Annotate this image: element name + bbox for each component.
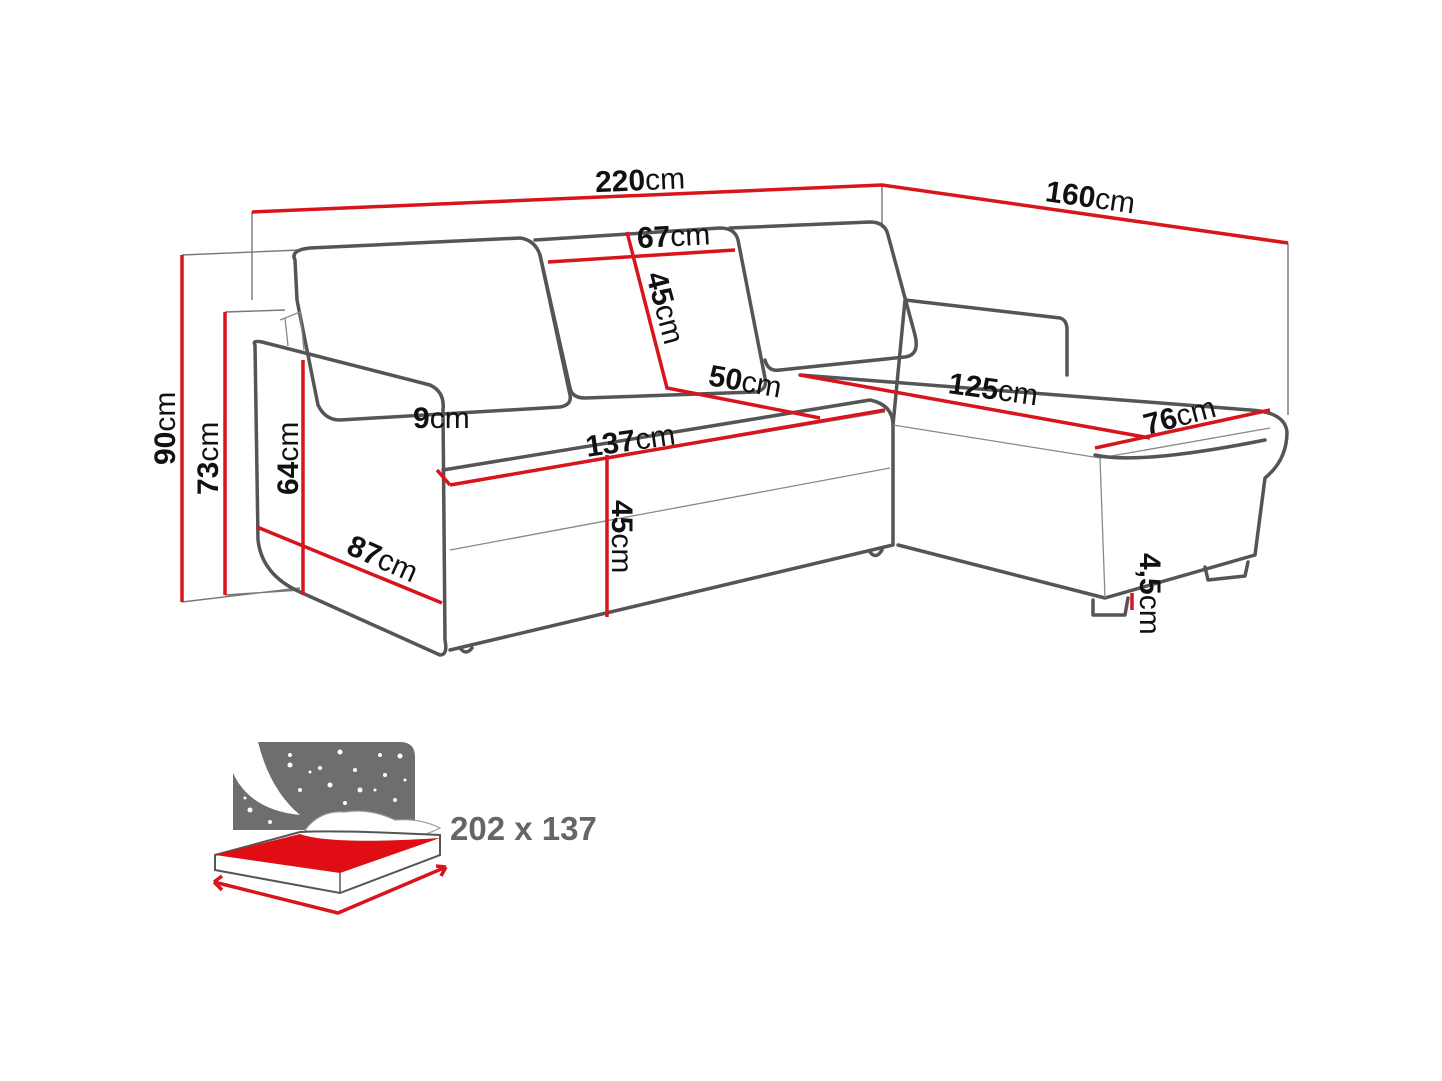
label-cushion-width: 67cm <box>636 218 711 255</box>
stars-icon <box>243 749 407 824</box>
label-chaise-length: 125cm <box>946 367 1040 412</box>
label-chaise-depth: 160cm <box>1043 175 1137 220</box>
label-total-length: 220cm <box>594 162 685 199</box>
label-back-height: 73cm <box>192 422 225 495</box>
label-seat-depth: 50cm <box>706 359 784 404</box>
dimension-lines <box>180 183 1289 617</box>
sleeping-area-icon <box>212 742 448 915</box>
label-seat-width: 137cm <box>584 419 678 464</box>
label-armrest-height: 64cm <box>272 422 305 495</box>
guide-lines <box>181 185 1289 603</box>
sleeping-area-label: 202 x 137 <box>450 810 597 847</box>
label-total-height: 90cm <box>149 392 182 465</box>
label-chaise-width: 76cm <box>1140 391 1219 442</box>
label-armrest-width: 9cm <box>413 402 470 435</box>
label-leg-height: 4,5cm <box>1133 553 1166 635</box>
label-seat-height: 45cm <box>605 500 638 573</box>
